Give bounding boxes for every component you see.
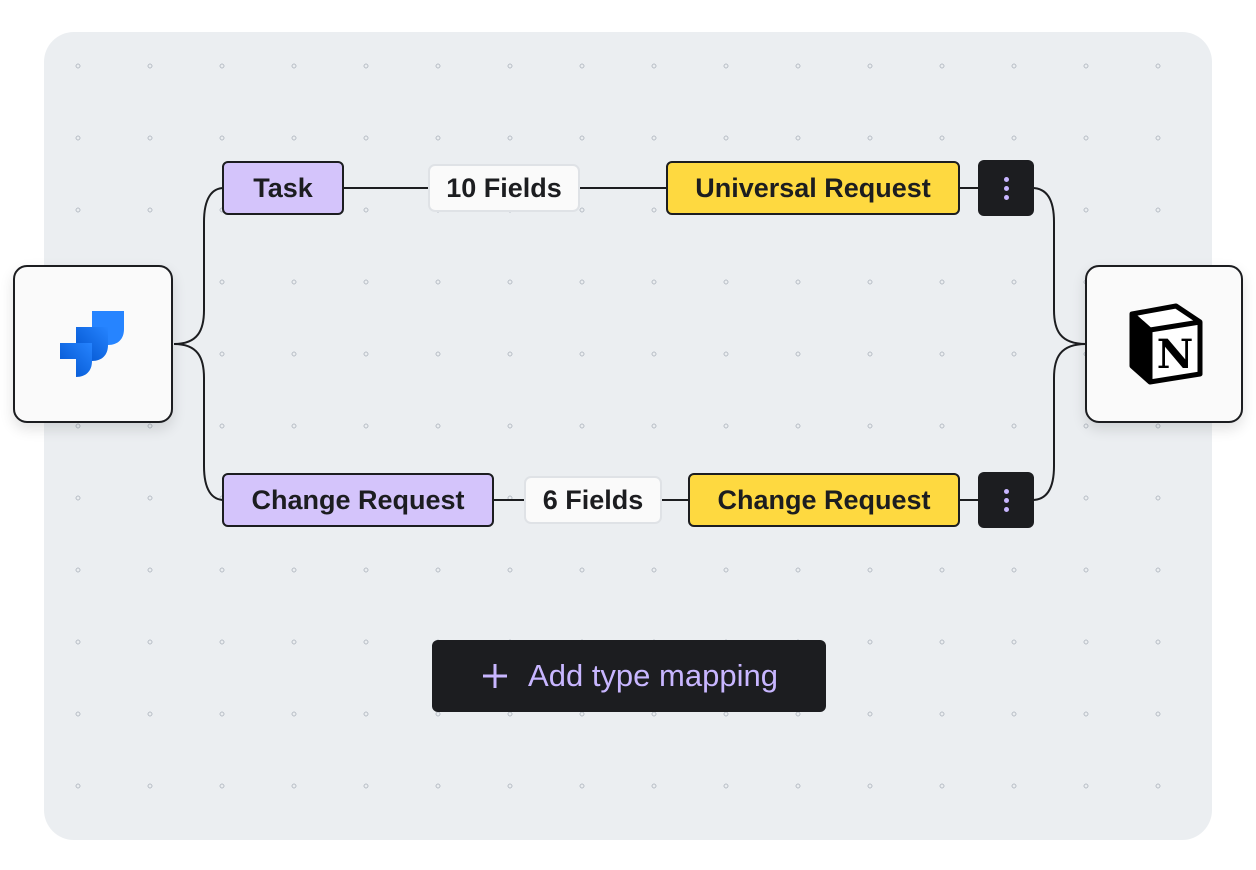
field-count-label: 6 Fields [542, 484, 644, 515]
jira-icon [60, 311, 124, 377]
target-type-label: Universal Request [695, 172, 931, 203]
source-type-label: Task [253, 172, 313, 203]
field-count-badge[interactable]: 6 Fields [524, 476, 662, 524]
kebab-icon-dot [1003, 194, 1009, 200]
source-app-card[interactable] [13, 265, 173, 423]
target-app-card[interactable]: N [1085, 265, 1243, 423]
notion-icon: N [1129, 303, 1203, 385]
add-type-mapping-label: Add type mapping [528, 658, 778, 693]
row-menu-button[interactable] [978, 160, 1034, 216]
kebab-icon [1003, 176, 1009, 182]
target-type-label: Change Request [717, 484, 931, 515]
kebab-icon-dot [1003, 497, 1009, 503]
kebab-icon [1003, 488, 1009, 494]
svg-text:N: N [1157, 331, 1194, 378]
field-count-label: 10 Fields [446, 172, 562, 203]
target-type-chip[interactable]: Change Request [688, 473, 960, 527]
field-count-badge[interactable]: 10 Fields [428, 164, 580, 212]
source-type-chip[interactable]: Change Request [222, 473, 494, 527]
source-type-chip[interactable]: Task [222, 161, 344, 215]
target-type-chip[interactable]: Universal Request [666, 161, 960, 215]
add-type-mapping-button[interactable]: Add type mapping [432, 640, 826, 712]
kebab-icon-dot [1003, 185, 1009, 191]
source-type-label: Change Request [251, 484, 465, 515]
kebab-icon-dot [1003, 506, 1009, 512]
plus-icon [483, 664, 508, 688]
row-menu-button[interactable] [978, 472, 1034, 528]
mapping-canvas [44, 32, 1212, 840]
